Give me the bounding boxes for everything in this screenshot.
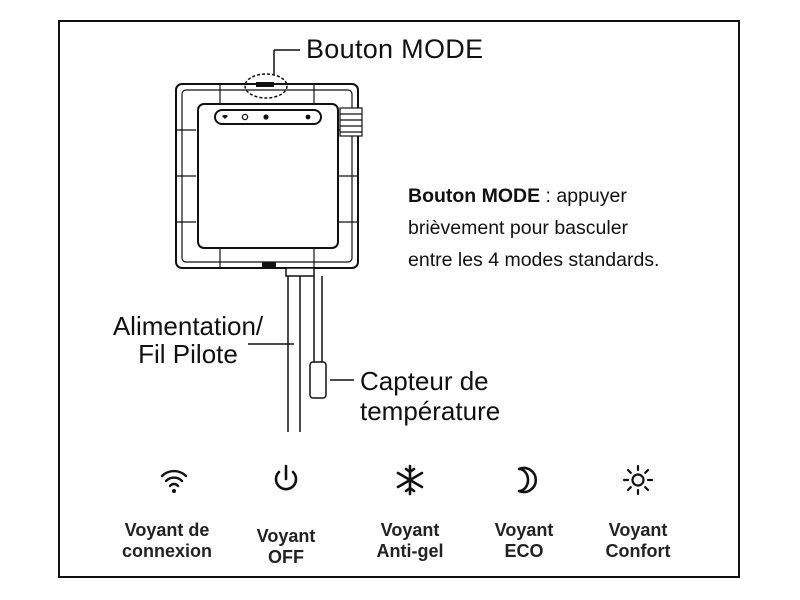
legend-antigel-line2: Anti-gel [376, 541, 444, 561]
legend-off-line2: OFF [268, 547, 304, 567]
description-line2: brièvement pour basculer [408, 217, 629, 239]
led-sun-icon [305, 114, 311, 120]
legend-confort: Voyant Confort [578, 520, 698, 562]
sun-icon [622, 464, 654, 496]
power-cable-label: Alimentation/ Fil Pilote [88, 312, 288, 368]
sensor-cable [309, 276, 327, 399]
description-line1-rest: : appuyer [540, 185, 627, 207]
power-icon [274, 464, 298, 491]
legend-confort-line2: Confort [605, 541, 671, 561]
legend-eco-line1: Voyant [494, 520, 554, 540]
power-label-line1: Alimentation/ [112, 311, 264, 341]
legend-off: Voyant OFF [226, 526, 346, 568]
power-label-line2: Fil Pilote [138, 339, 238, 369]
wifi-icon [160, 469, 188, 493]
mode-button-highlight [244, 73, 288, 99]
description-line3: entre les 4 modes standards. [408, 249, 660, 271]
legend-confort-line1: Voyant [608, 520, 668, 540]
sensor-label-line2: température [360, 396, 501, 426]
device-front-panel [197, 103, 339, 249]
legend-connexion-line2: connexion [121, 541, 212, 561]
legend-eco-line2: ECO [504, 541, 544, 561]
legend-antigel-line1: Voyant [380, 520, 440, 540]
description-line1: Bouton MODE : appuyer [408, 180, 728, 212]
mode-button [256, 82, 274, 87]
mode-description: Bouton MODE : appuyer brièvement pour ba… [408, 180, 728, 276]
led-power-icon [241, 113, 249, 121]
legend-eco: Voyant ECO [464, 520, 584, 562]
side-vents [339, 107, 363, 137]
description-bold: Bouton MODE [408, 185, 541, 207]
legend-off-line1: Voyant [256, 526, 316, 546]
moon-icon [517, 466, 538, 494]
snowflake-icon [396, 464, 424, 496]
led-snow-icon [263, 114, 269, 120]
legend-antigel: Voyant Anti-gel [350, 520, 470, 562]
led-icons [222, 113, 311, 121]
led-wifi-icon [222, 114, 228, 119]
legend-connexion-line1: Voyant de [124, 520, 210, 540]
legend-connexion: Voyant de connexion [107, 520, 227, 562]
diagram-frame [58, 20, 740, 578]
sensor-label: Capteur de température [360, 366, 500, 426]
mode-button-label: Bouton MODE [306, 34, 484, 64]
sensor-label-line1: Capteur de [360, 366, 489, 396]
power-cable [287, 276, 301, 432]
